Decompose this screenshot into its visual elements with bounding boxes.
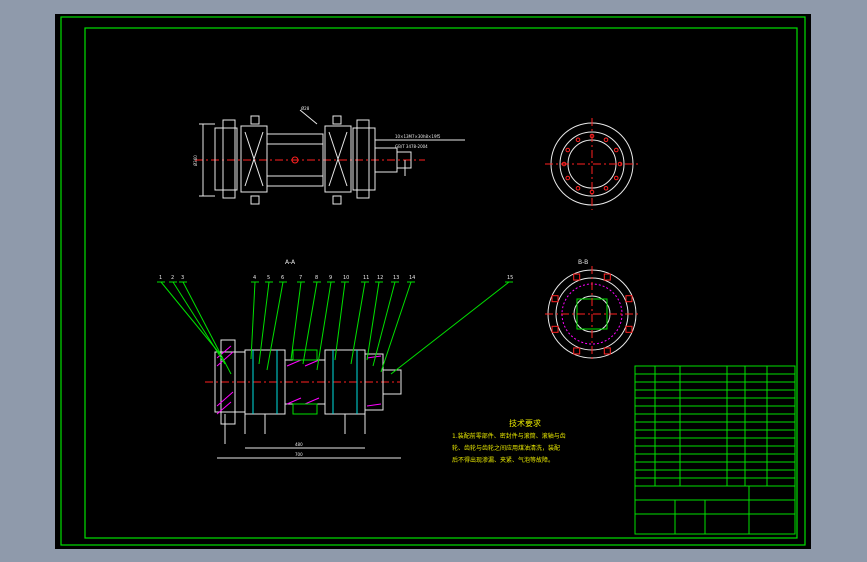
leader-line bbox=[334, 281, 346, 361]
leader-line bbox=[350, 281, 366, 365]
bb-bolt bbox=[625, 295, 633, 303]
leader-line bbox=[172, 281, 226, 365]
balloon-number: 8 bbox=[315, 275, 318, 281]
bolt-hole bbox=[561, 161, 567, 167]
leader-line bbox=[302, 281, 318, 365]
bb-bolt bbox=[551, 295, 559, 303]
leader-line bbox=[366, 281, 380, 361]
outer-frame bbox=[60, 16, 806, 546]
svg-text:Ø360: Ø360 bbox=[193, 155, 198, 166]
balloon-number: 4 bbox=[253, 275, 256, 281]
svg-text:Ø28: Ø28 bbox=[301, 106, 310, 111]
dim-inner-length: 480 bbox=[295, 442, 303, 447]
parts-list-table bbox=[634, 365, 796, 487]
section-aa-label: A-A bbox=[285, 259, 296, 266]
bb-bolt bbox=[551, 325, 559, 333]
balloon-number: 5 bbox=[267, 275, 270, 281]
bolt-hole bbox=[575, 137, 581, 143]
balloon-number: 13 bbox=[393, 275, 399, 281]
balloon-number: 3 bbox=[181, 275, 184, 281]
bolt-hole bbox=[565, 175, 571, 181]
leader-line bbox=[250, 281, 256, 360]
bb-bolt bbox=[573, 273, 581, 281]
balloon-number: 1 bbox=[159, 275, 162, 281]
cad-viewport[interactable]: 10×13M7×30h8×19f5 GB/T 3478-2004 Ø28 Ø36… bbox=[55, 14, 811, 549]
inner-frame bbox=[84, 27, 798, 539]
balloon-number: 10 bbox=[343, 275, 349, 281]
top-assembly-view: 10×13M7×30h8×19f5 GB/T 3478-2004 Ø28 Ø36… bbox=[193, 106, 465, 205]
leader-line bbox=[390, 281, 510, 375]
bolt-hole bbox=[613, 175, 619, 181]
svg-text:GB/T 3478-2004: GB/T 3478-2004 bbox=[395, 144, 428, 149]
leader-line bbox=[380, 281, 412, 373]
section-bb-view bbox=[545, 266, 639, 362]
leader-line bbox=[316, 281, 332, 371]
tech-requirements-block: 技术要求 1.装配前零部件、密封件与滚筒、滚轴与齿 轮、齿轮与齿轮之间应用煤油清… bbox=[452, 418, 566, 464]
tech-req-title: 技术要求 bbox=[509, 418, 541, 428]
bolt-hole bbox=[613, 147, 619, 153]
dim-total-length: 700 bbox=[295, 452, 303, 457]
bolt-hole bbox=[565, 147, 571, 153]
leader-line bbox=[258, 281, 270, 365]
balloon-number: 14 bbox=[409, 275, 415, 281]
balloon-number: 6 bbox=[281, 275, 284, 281]
balloon-number: 9 bbox=[329, 275, 332, 281]
bolt-hole bbox=[603, 137, 609, 143]
end-view-circle bbox=[545, 118, 639, 210]
bb-bolt bbox=[625, 325, 633, 333]
bolt-hole bbox=[589, 133, 595, 139]
bolt-hole bbox=[589, 189, 595, 195]
leader-line bbox=[372, 281, 396, 367]
balloon-number: 11 bbox=[363, 275, 369, 281]
tech-req-line2: 轮、齿轮与齿轮之间应用煤油清洗，装配 bbox=[452, 444, 560, 452]
title-block bbox=[634, 485, 796, 535]
bb-bolt bbox=[603, 273, 611, 281]
bb-bolt bbox=[603, 347, 611, 355]
balloon-number: 7 bbox=[299, 275, 302, 281]
tech-req-line3: 后不得出现渗漏、夹紧、气泡等故障。 bbox=[452, 456, 554, 464]
balloon-number: 12 bbox=[377, 275, 383, 281]
leader-line bbox=[290, 281, 302, 361]
bolt-hole bbox=[603, 185, 609, 191]
tech-req-line1: 1.装配前零部件、密封件与滚筒、滚轴与齿 bbox=[452, 432, 566, 440]
leader-line bbox=[160, 281, 221, 355]
bolt-hole bbox=[617, 161, 623, 167]
bolt-hole bbox=[575, 185, 581, 191]
balloon-number: 2 bbox=[171, 275, 174, 281]
leader-line bbox=[182, 281, 232, 375]
section-bb-label: B-B bbox=[578, 259, 588, 266]
balloon-number: 15 bbox=[507, 275, 513, 281]
svg-text:10×13M7×30h8×19f5: 10×13M7×30h8×19f5 bbox=[395, 134, 441, 139]
section-aa-view: 700 480 bbox=[205, 339, 402, 459]
leader-line bbox=[266, 281, 284, 371]
drawing-canvas: 10×13M7×30h8×19f5 GB/T 3478-2004 Ø28 Ø36… bbox=[60, 16, 806, 546]
bb-bolt bbox=[573, 347, 581, 355]
